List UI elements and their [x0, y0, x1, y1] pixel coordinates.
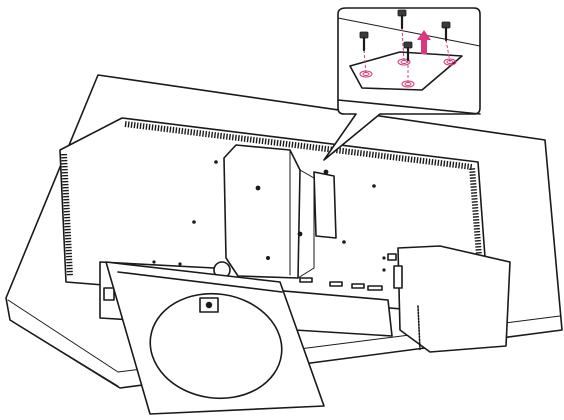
port-row	[152, 256, 386, 291]
connector-housing	[387, 245, 511, 353]
vent-border	[61, 121, 485, 295]
alignment-guides	[359, 27, 457, 88]
screw-icon	[403, 41, 413, 62]
up-arrow-icon	[417, 30, 431, 54]
stand-base	[105, 261, 325, 415]
vesa-mount-plate	[192, 160, 376, 244]
stand-neck	[223, 144, 315, 279]
stand-mount-plate	[349, 51, 463, 91]
screw-icon	[359, 31, 369, 52]
screw-icon	[441, 21, 451, 42]
screw-icon	[397, 9, 407, 30]
